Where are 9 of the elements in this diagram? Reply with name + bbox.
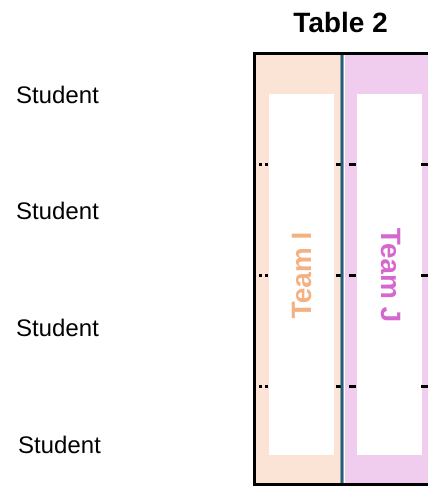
student-label: Student bbox=[16, 82, 99, 110]
student-label: Student bbox=[16, 198, 99, 226]
student-label: Student bbox=[16, 315, 99, 343]
team-label: Team I bbox=[286, 231, 318, 318]
team-panel bbox=[256, 55, 344, 483]
table-title: Table 2 bbox=[292, 7, 389, 39]
team-label: Team J bbox=[374, 227, 406, 322]
team-panel bbox=[345, 55, 428, 483]
student-label: Student bbox=[18, 432, 101, 460]
